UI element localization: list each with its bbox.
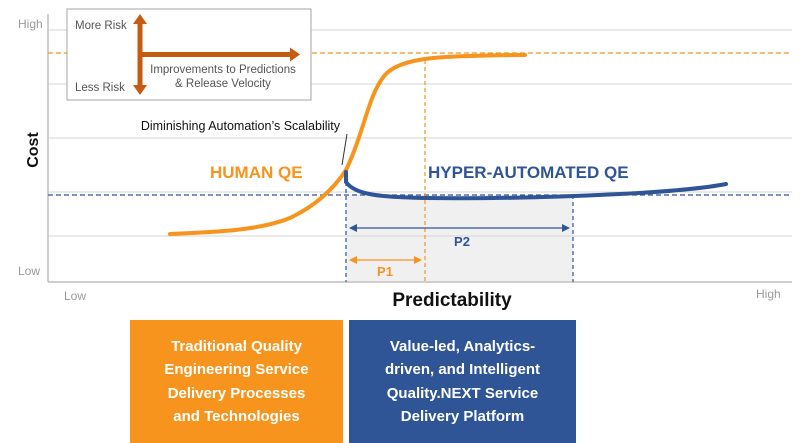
y-axis-low-label: Low — [18, 264, 40, 278]
traditional-line-2: Engineering Service — [164, 361, 309, 378]
traditional-line-1: Traditional Quality — [171, 337, 302, 355]
more-risk-label: More Risk — [75, 20, 127, 32]
improvement-horizontal-arrow-icon — [142, 47, 300, 62]
y-axis-high-label: High — [18, 17, 43, 31]
x-axis-high-label: High — [756, 287, 781, 301]
value-led-line-1: Value-led, Analytics- — [389, 337, 536, 355]
traditional-line-4: and Technologies — [173, 408, 300, 425]
less-risk-label: Less Risk — [75, 82, 125, 94]
value-led-line-3: Quality.NEXT Service — [386, 384, 539, 402]
hyper-automated-qe-curve — [344, 170, 728, 201]
value-led-line-2: driven, and Intelligent — [384, 361, 541, 378]
human-qe-curve — [168, 53, 527, 236]
hyper-automated-qe-label: HYPER-AUTOMATED QE — [428, 163, 629, 182]
risk-vertical-arrow-icon — [133, 14, 147, 95]
shaded-region — [346, 195, 573, 281]
value-led-line-4: Delivery Platform — [400, 408, 525, 425]
scalability-pointer — [341, 133, 348, 166]
improvements-label-line1: Improvements to Predictions — [150, 64, 296, 76]
improvements-label-line2: & Release Velocity — [175, 78, 271, 90]
risk-legend: More Risk Less Risk Improvements to Pred… — [66, 8, 312, 101]
p1-label: P1 — [377, 264, 393, 279]
traditional-line-3: Delivery Processes — [167, 384, 306, 402]
x-axis-low-label: Low — [64, 289, 86, 303]
human-qe-label: HUMAN QE — [210, 163, 303, 182]
y-axis-title: Cost — [25, 132, 42, 168]
x-axis-title: Predictability — [392, 290, 512, 311]
scalability-label: Diminishing Automation’s Scalability — [141, 119, 341, 133]
traditional-qe-box: Traditional Quality Engineering Service … — [130, 320, 343, 443]
p2-label: P2 — [454, 234, 470, 249]
quality-next-platform-box: Value-led, Analytics- driven, and Intell… — [349, 320, 576, 443]
